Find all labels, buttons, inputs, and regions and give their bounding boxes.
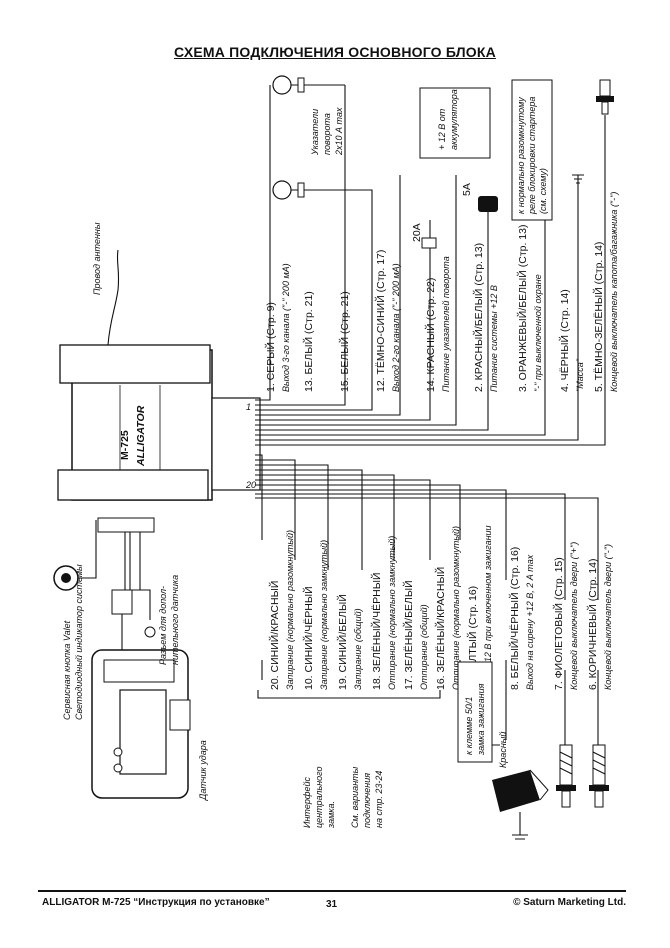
- wire-sub-6: Концевой выключатель двери ("-"): [603, 544, 613, 690]
- wire-label-3: 3. ОРАНЖЕВЫЙ/БЕЛЫЙ (Стр. 13): [516, 225, 529, 392]
- page-number: 31: [326, 899, 338, 910]
- pin-last: 1: [246, 402, 251, 412]
- shock-label: Датчик удара: [198, 740, 208, 801]
- footer-copyright: © Saturn Marketing Ltd.: [513, 897, 626, 908]
- wire-label-1: 1. СЕРЫЙ (Стр. 9): [264, 302, 277, 392]
- unit-model: M-725: [119, 430, 131, 460]
- wire-sub-20: Запирание (нормально разомкнутый): [285, 530, 295, 690]
- wire-label-19: 19. СИНИЙ/БЕЛЫЙ: [336, 594, 349, 690]
- indicators-label-1: Указатели: [310, 109, 320, 156]
- indicators-label-2: поворота: [322, 113, 332, 155]
- fuse-20a: 20А: [411, 223, 423, 242]
- wire-sub-16: Отпирание (нормально разомкнутый): [451, 526, 461, 690]
- wire-label-13: 13. БЕЛЫЙ (Стр. 21): [302, 291, 315, 392]
- pin-first: 20: [245, 480, 256, 490]
- siren-red-label: Красный: [498, 732, 508, 768]
- siren-icon: [492, 769, 549, 840]
- door-switch-icon-2: [589, 744, 609, 808]
- battery-label-2: аккумулятора: [449, 89, 459, 150]
- wire-label-6: 6. КОРИЧНЕВЫЙ (Стр. 14): [586, 559, 599, 690]
- relay-label-3: (см. схему): [538, 168, 548, 214]
- svg-text:на стр. 23-24: на стр. 23-24: [374, 771, 384, 828]
- wire-label-5: 5. ТЁМНО-ЗЕЛЁНЫЙ (Стр. 14): [592, 242, 605, 392]
- wire-sub-2: Питание системы +12 В: [489, 285, 499, 392]
- bulb-icon: [272, 75, 373, 250]
- relay-label-1: к нормально разомкнутому: [516, 97, 526, 214]
- hood-switch-icon: [596, 79, 614, 115]
- valet-label: Сервисная кнопка Valet: [62, 620, 72, 720]
- wire-sub-3: "-" при выключенной охране: [533, 274, 543, 392]
- wire-label-17: 17. ЗЕЛЁНЫЙ/БЕЛЫЙ: [402, 580, 415, 690]
- led-icon: [144, 626, 156, 638]
- svg-text:См. варианты: См. варианты: [350, 766, 360, 828]
- wire-label-14: 14. КРАСНЫЙ (Стр. 22): [424, 278, 437, 392]
- antenna-label: Провод антенны: [92, 222, 102, 295]
- unit-brand: ALLIGATOR: [135, 405, 147, 467]
- svg-text:подключения: подключения: [362, 773, 372, 828]
- relay-box: [511, 79, 553, 221]
- svg-text:центрального: центрального: [314, 766, 324, 828]
- svg-text:Интерфейс: Интерфейс: [302, 776, 312, 828]
- wire-label-20: 20. СИНИЙ/КРАСНЫЙ: [268, 581, 281, 690]
- door-switch-icon: [556, 744, 576, 808]
- main-unit: ALLIGATOR M-725 20 1: [57, 344, 261, 501]
- page-title: СХЕМА ПОДКЛЮЧЕНИЯ ОСНОВНОГО БЛОКА: [174, 44, 496, 60]
- wire-sub-19: Запирание (общий): [353, 608, 363, 690]
- lock-interface-label: Интерфейс центрального замка. См. вариан…: [302, 766, 384, 829]
- footer-divider: [38, 890, 626, 892]
- ground-icon: [572, 174, 584, 184]
- wire-label-4: 4. ЧЁРНЫЙ (Стр. 14): [558, 289, 571, 392]
- wire-sub-14: Питание указателей поворота: [441, 256, 451, 392]
- wire-sub-17: Отпирание (общий): [419, 604, 429, 690]
- wire-sub-7: Концевой выключатель двери ("+"): [569, 542, 579, 690]
- fuse-5a: 5А: [461, 183, 473, 196]
- lock-bracket: [257, 690, 441, 699]
- bottom-wire-labels: 20. СИНИЙ/КРАСНЫЙ Запирание (нормально р…: [268, 525, 613, 690]
- wire-label-10: 10. СИНИЙ/ЧЁРНЫЙ: [302, 586, 315, 690]
- wire-sub-1: Выход 3-го канала ("-" 200 мА): [281, 263, 291, 392]
- wire-sub-12: Выход 2-го канала ("-" 200 мА): [391, 263, 401, 392]
- ignition-label-1: к клемме 50/1: [464, 697, 474, 755]
- wire-label-2: 2. КРАСНЫЙ/БЕЛЫЙ (Стр. 13): [472, 243, 485, 392]
- wire-sub-10: Запирание (нормально замкнутый): [319, 540, 329, 690]
- wire-sub-18: Отпирание (нормально замкнутый): [387, 536, 397, 690]
- svg-text:замка.: замка.: [326, 801, 336, 829]
- wire-label-18: 18. ЗЕЛЁНЫЙ/ЧЁРНЫЙ: [370, 572, 383, 690]
- battery-label-1: + 12 В от: [437, 108, 447, 150]
- antenna-wire: [107, 249, 120, 346]
- connector-label-1: Разъем для допол-: [158, 586, 168, 665]
- wire-sub-9: Вход +12 В при включенном зажигании: [483, 525, 493, 690]
- wire-label-7: 7. ФИОЛЕТОВЫЙ (Стр. 15): [552, 557, 565, 690]
- wire-sub-5: Концевой выключатель капота/багажника ("…: [609, 192, 619, 392]
- relay-label-2: реле блокировки стартера: [527, 97, 537, 215]
- wire-label-16: 16. ЗЕЛЁНЫЙ/КРАСНЫЙ: [434, 567, 447, 690]
- wire-label-12: 12. ТЁМНО-СИНИЙ (Стр. 17): [374, 250, 387, 392]
- footer-title: ALLIGATOR M-725 “Инструкция по установке…: [42, 897, 270, 908]
- fuse-icon: [421, 196, 498, 249]
- wire-sub-8: Выход на сирену +12 В, 2 А max: [525, 554, 535, 690]
- top-wire-labels: 1. СЕРЫЙ (Стр. 9) Выход 3-го канала ("-"…: [264, 192, 619, 392]
- wire-label-8: 8. БЕЛЫЙ/ЧЁРНЫЙ (Стр. 16): [508, 547, 521, 690]
- wire-sub-4: "Масса": [575, 358, 585, 392]
- wire-label-15: 15. БЕЛЫЙ (Стр. 21): [338, 291, 351, 392]
- ignition-box: [457, 661, 493, 763]
- indicators-label-3: 2x10 А max: [334, 107, 344, 156]
- connector-label-2: нительного датчика: [170, 575, 180, 665]
- ignition-label-2: замка зажигания: [476, 683, 486, 756]
- led-label: Светодиодный индикатор системы: [74, 564, 84, 720]
- battery-box: [419, 87, 491, 159]
